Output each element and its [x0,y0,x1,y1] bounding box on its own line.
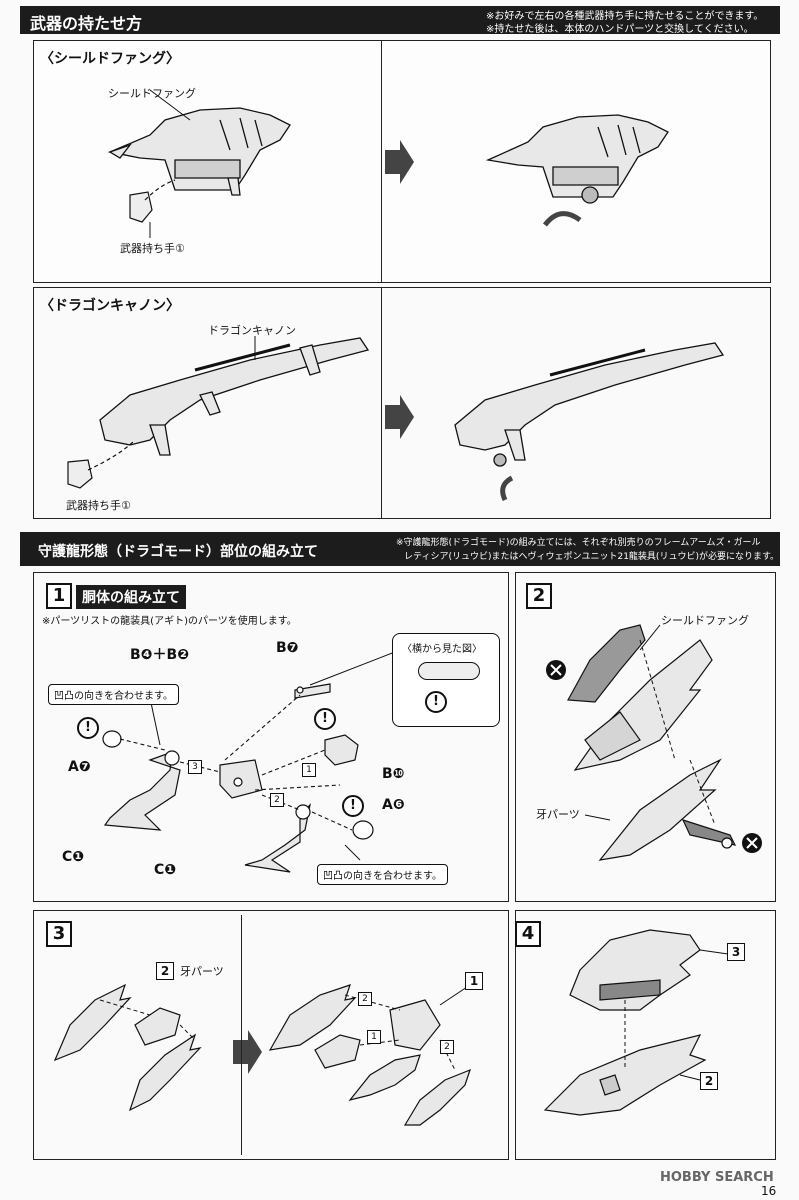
step3-left-illustration [53,983,202,1112]
shield-fang-hand-label: 武器持ち手① [120,242,185,255]
step4-panel [515,910,776,1160]
assembly-note-2: レティシア(リュウビ)またはヘヴィウェポンユニット21龍装具(リュウビ)が必要に… [404,552,780,562]
step1-marker-1: 1 [302,763,316,777]
step3-marker-1b: 1 [367,1030,381,1044]
step2-leader-1 [639,624,661,651]
step4-ref-3: 3 [727,943,745,961]
shield-fang-part-label: シールドファング [108,87,196,100]
dragon-cannon-illustration [99,337,370,456]
step1-panel [33,572,509,902]
step2-number: 2 [526,583,552,609]
hand-part-1 [129,191,153,223]
side-view-box [392,633,500,727]
watermark: HOBBY SEARCH [660,1170,774,1185]
step3-dash [99,999,196,1041]
step2-panel [515,572,776,902]
dragon-cannon-title: 〈ドラゴンキャノン〉 [40,298,180,314]
step4-illustration [543,929,707,1116]
step2-part-label: シールドファング [661,614,749,627]
assembly-header-bar [20,532,780,566]
rotate-arrow-icon [500,475,514,502]
shield-fang-title: 〈シールドファング〉 [40,51,180,67]
step4-number: 4 [515,921,541,947]
label-a7: A❼ [68,759,91,775]
label-c1-a: C❶ [62,849,85,865]
step1-parts-illustration [102,683,374,873]
step2-dash [639,639,716,826]
side-view-leader [309,649,401,686]
dragon-cannon-hand-label: 武器持ち手① [66,499,131,512]
shield-fang-divider [381,40,382,283]
label-a6: A❻ [382,797,405,813]
arrow-icon [385,140,414,184]
dragon-cannon-attached-illustration [454,342,725,467]
caution-icon: ! [314,708,336,730]
shield-fang-leader [149,89,191,121]
step1-dash-lines [119,694,353,831]
header-title: 武器の持たせ方 [30,14,143,33]
dragon-cannon-panel [33,287,771,519]
step4-ref-2: 2 [700,1072,718,1090]
caution-icon: ! [342,795,364,817]
step1-number: 1 [46,583,72,609]
align-note-2: 凹凸の向きを合わせます。 [317,864,448,885]
step1-title: 胴体の組み立て [76,585,186,609]
arrow-icon [233,1030,262,1074]
label-b4-b2: B❹＋B❷ [130,647,190,663]
step4-leader-2 [679,1074,701,1081]
dragon-cannon-part-label: ドラゴンキャノン [208,324,296,337]
rotate-arrow-icon [543,211,582,227]
caution-icon: ! [77,717,99,739]
align-leader-2 [344,844,361,861]
step3-right-illustration [268,984,471,1126]
label-b7: B❼ [276,640,299,656]
shield-fang-illustration [107,107,291,196]
step2-fang-label: 牙パーツ [536,808,580,821]
header-note-1: ※お好みで左右の各種武器持ち手に持たせることができます。 [486,11,764,22]
no-icon [546,660,566,680]
assembly-note-1: ※守護龍形態(ドラゴモード)の組み立てには、それぞれ別売りのフレームアームズ・ガ… [396,538,761,548]
label-c1-b: C❶ [154,862,177,878]
hand-part-2 [67,459,93,489]
step1-marker-3: 3 [188,760,202,774]
step3-panel [33,910,509,1160]
step1-marker-2: 2 [270,793,284,807]
header-note-2: ※持たせた後は、本体のハンドパーツと交換してください。 [486,24,754,35]
shield-fang-attached-illustration [485,114,669,204]
step2-leader-2 [584,814,611,821]
step2-illustration [567,624,737,861]
hand-insert-dash [144,179,176,201]
step3-ref-label: 牙パーツ [180,965,224,978]
align-note-1: 凹凸の向きを合わせます。 [48,684,179,705]
no-icon [742,833,762,853]
header-bar [20,6,780,34]
side-view-part [418,662,480,680]
step3-right-dash [344,994,456,1071]
align-leader-1 [149,697,161,746]
step3-marker-1: 1 [465,972,483,990]
step3-ref-num: 2 [156,962,174,980]
arrow-icon [385,395,414,439]
step3-marker-2b: 2 [440,1040,454,1054]
cannon-hand-dash [87,439,136,471]
step1-note: ※パーツリストの龍装具(アギト)のパーツを使用します。 [42,616,297,627]
side-view-label: 〈横から見た図〉 [402,644,482,655]
step3-number: 3 [46,921,72,947]
step3-marker-2a: 2 [358,992,372,1006]
assembly-title: 守護龍形態（ドラゴモード）部位の組み立て [38,544,318,560]
dragon-cannon-divider [381,287,382,519]
label-b10: B❿ [382,766,405,782]
page-number: 16 [761,1184,777,1198]
step3-divider [241,915,242,1155]
caution-icon: ! [425,691,447,713]
